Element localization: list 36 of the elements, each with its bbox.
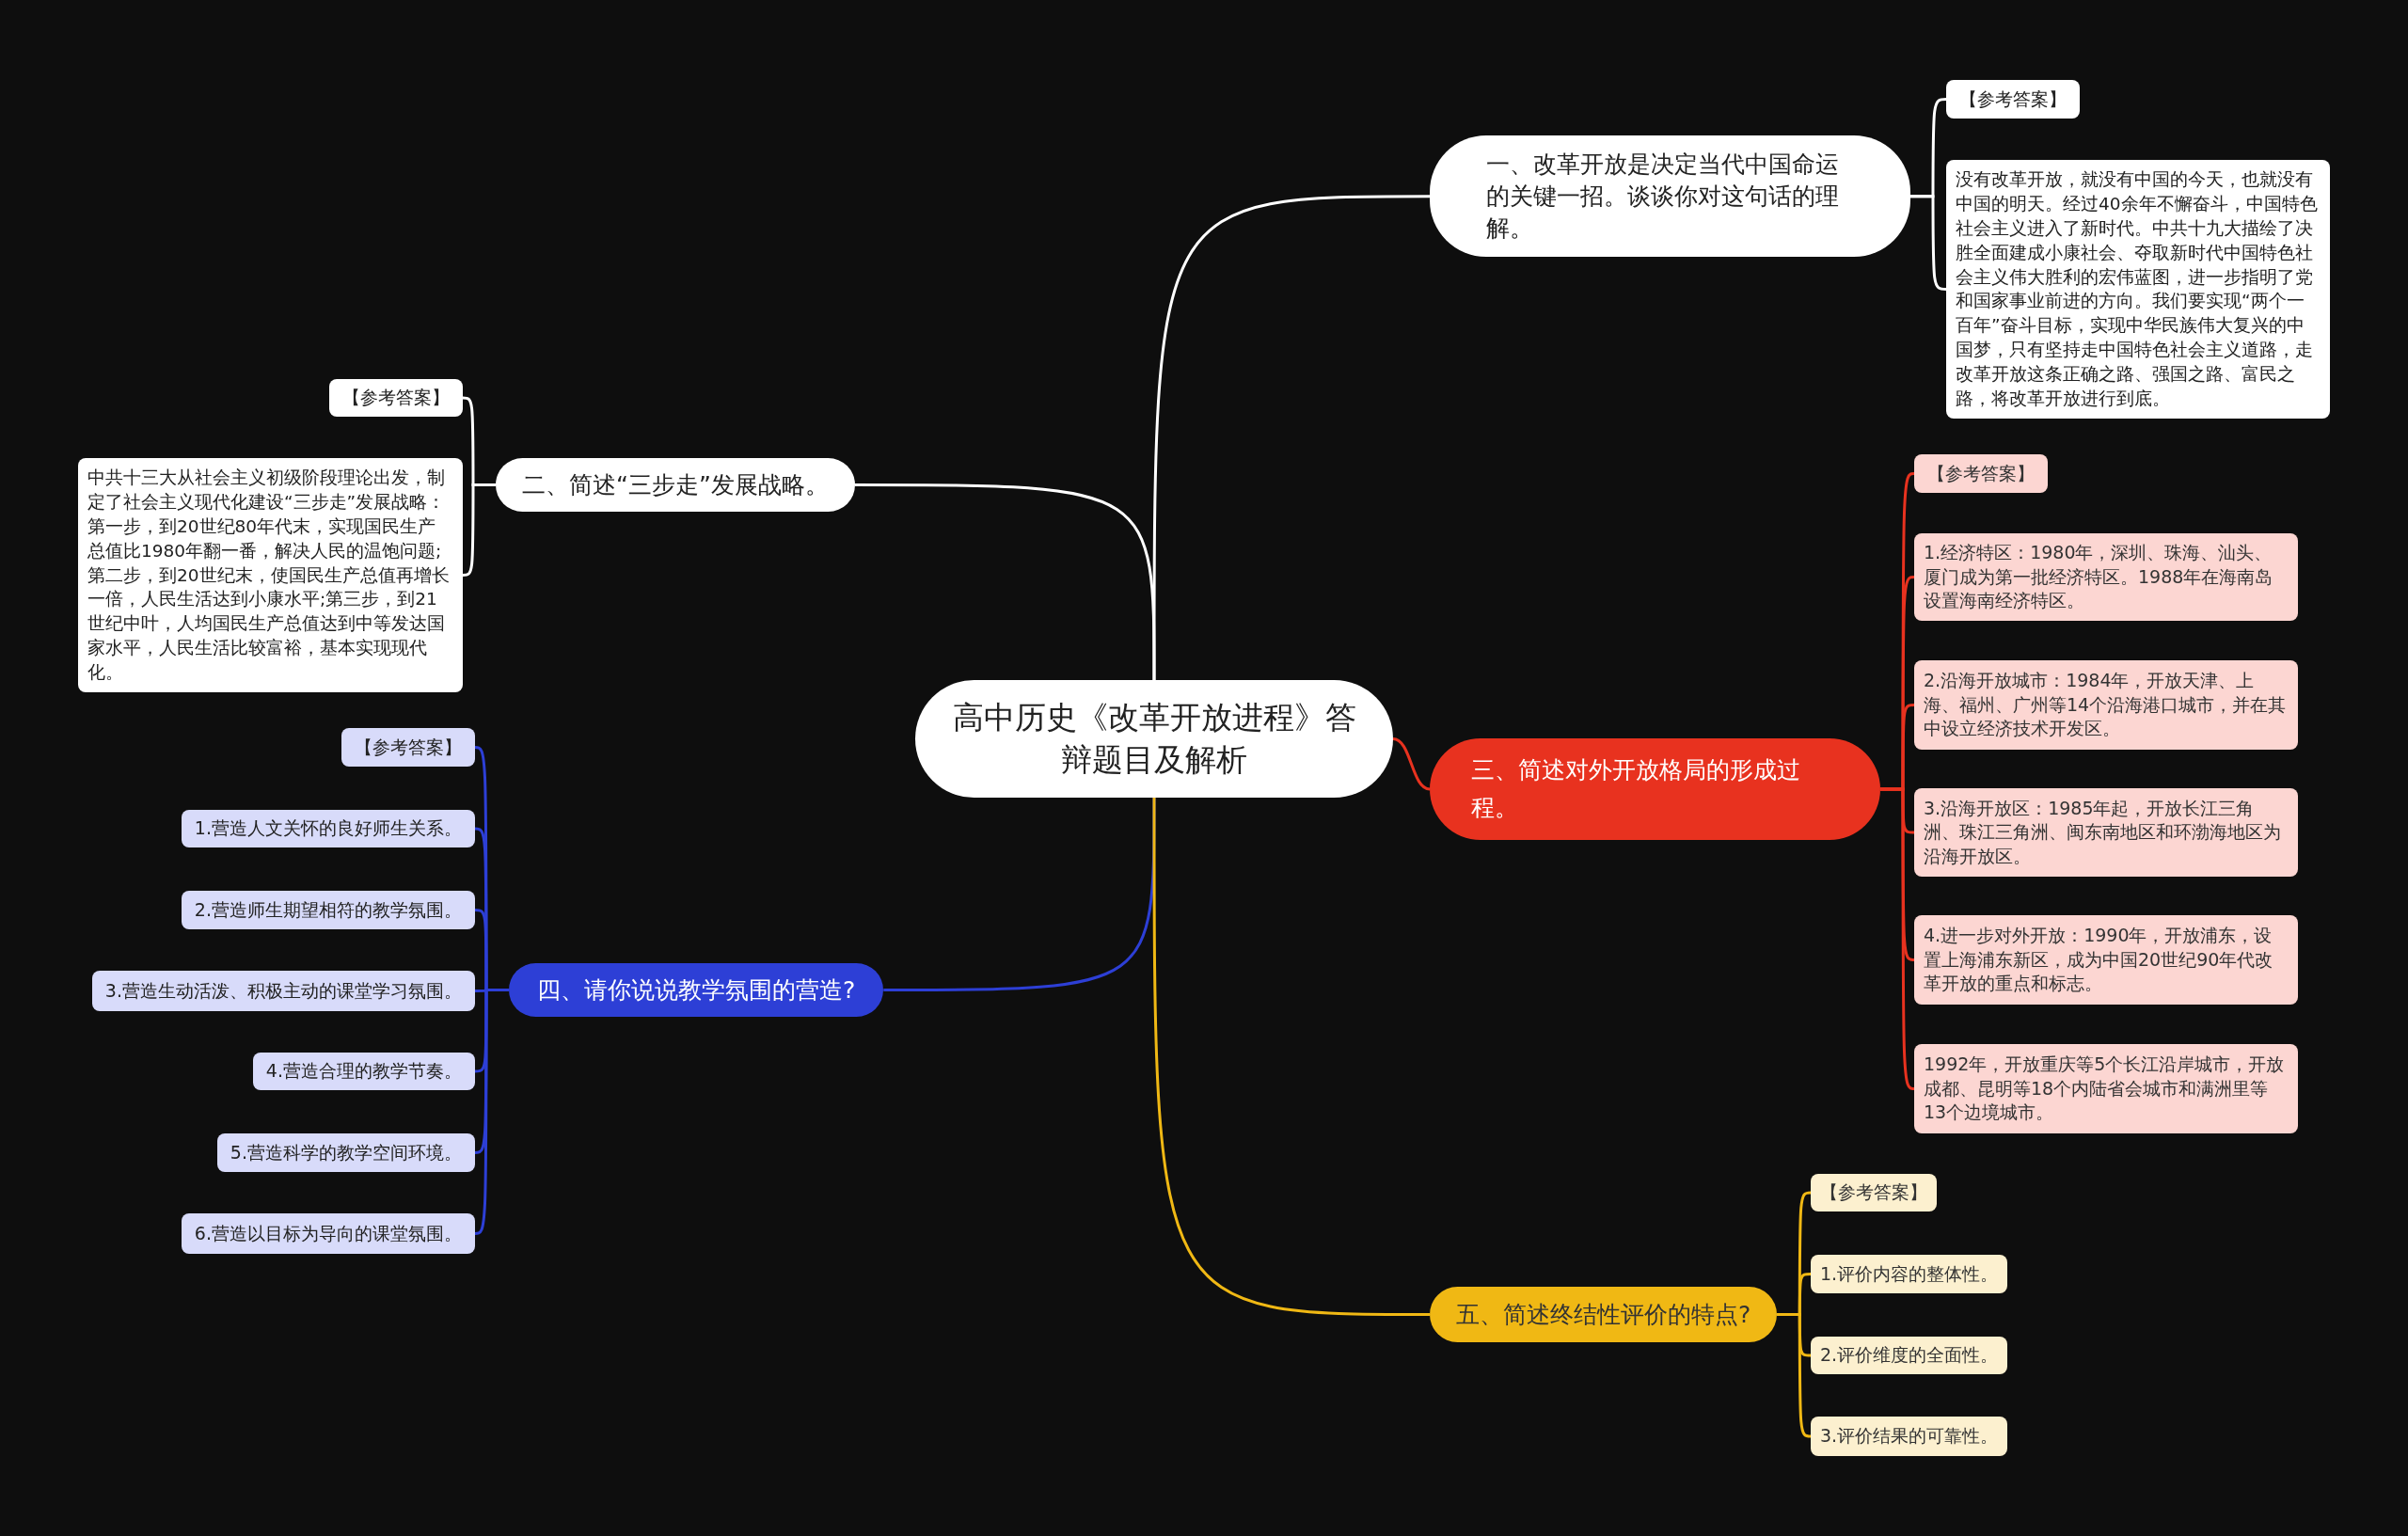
connector — [1152, 798, 1430, 1316]
answer-item: 2.营造师生期望相符的教学氛围。 — [181, 891, 475, 929]
answer-card: 3.沿海开放区：1985年起，开放长江三角洲、珠江三角洲、闽东南地区和环渤海地区为沿海开放区。 — [1914, 788, 2298, 877]
central-topic: 高中历史《改革开放进程》答辩题目及解析 — [915, 680, 1393, 799]
answer-card: 中共十三大从社会主义初级阶段理论出发，制定了社会主义现代化建设“三步走”发展战略：第一步，到20世纪80年代末，实现国民生产总值比1980年翻一番，解决人民的温饱问题;第二步，到20世纪末，使国民生产总值再增长一倍，人民生活达到小康水平;第三步，到21世纪中叶，人均国民生产总值达到中等发达国家水平，人民生活比较富裕，基本实现现代化。 — [78, 458, 463, 692]
answer-tag: 【参考答案】 — [1946, 80, 2080, 119]
connector — [854, 483, 1156, 680]
answer-card: 1.经济特区：1980年，深圳、珠海、汕头、厦门成为第一批经济特区。1988年在海南岛设置海南经济特区。 — [1914, 533, 2298, 621]
answer-item: 5.营造科学的教学空间环境。 — [216, 1133, 475, 1172]
answer-card: 2.沿海开放城市：1984年，开放天津、上海、福州、广州等14个沿海港口城市，并在其中设立经济技术开发区。 — [1914, 660, 2298, 750]
topic-pill: 四、请你说说教学氛围的营造? — [509, 963, 884, 1017]
answer-item: 2.评价维度的全面性。 — [1811, 1337, 2008, 1374]
answer-item: 1.评价内容的整体性。 — [1811, 1255, 2008, 1293]
connector — [1392, 737, 1431, 791]
connector — [1777, 1313, 1812, 1438]
connector — [1910, 195, 1947, 291]
connector — [474, 989, 509, 1235]
topic-pill: 二、简述“三步走”发展战略。 — [496, 458, 855, 512]
topic-pill: 五、简述终结性评价的特点? — [1430, 1287, 1778, 1342]
answer-tag: 【参考答案】 — [1811, 1174, 1937, 1211]
answer-card: 4.进一步对外开放：1990年，开放浦东，设置上海浦东新区，成为中国20世纪90年代改革开放的重点和标志。 — [1914, 915, 2298, 1005]
topic-pill: 一、改革开放是决定当代中国命运的关键一招。谈谈你对这句话的理解。 — [1430, 135, 1910, 258]
answer-item: 3.营造生动活泼、积极主动的课堂学习氛围。 — [91, 971, 475, 1011]
answer-tag: 【参考答案】 — [1914, 454, 2048, 493]
answer-item: 3.评价结果的可靠性。 — [1811, 1417, 2008, 1456]
answer-item: 1.营造人文关怀的良好师生关系。 — [181, 810, 475, 847]
answer-item: 4.营造合理的教学节奏。 — [252, 1053, 475, 1090]
answer-tag: 【参考答案】 — [329, 379, 463, 417]
answer-card: 没有改革开放，就没有中国的今天，也就没有中国的明天。经过40余年不懈奋斗，中国特色社会主义进入了新时代。中共十九大描绘了决胜全面建成小康社会、夺取新时代中国特色社会主义伟大胜利的宏伟蓝图，进一步指明了党和国家事业前进的方向。我们要实现“两个一百年”奋斗目标，实现中华民族伟大复兴的中国梦，只有坚持走中国特色社会主义道路，走改革开放这条正确之路、强国之路、富民之路，将改革开放进行到底。 — [1946, 160, 2330, 419]
answer-card: 1992年，开放重庆等5个长江沿岸城市，开放成都、昆明等18个内陆省会城市和满洲里等13个边境城市。 — [1914, 1044, 2298, 1133]
connector — [1152, 195, 1430, 680]
connector — [462, 483, 496, 577]
answer-tag: 【参考答案】 — [341, 728, 475, 767]
answer-item: 6.营造以目标为导向的课堂氛围。 — [181, 1213, 475, 1254]
connector — [883, 798, 1156, 991]
topic-pill: 三、简述对外开放格局的形成过程。 — [1430, 738, 1880, 840]
